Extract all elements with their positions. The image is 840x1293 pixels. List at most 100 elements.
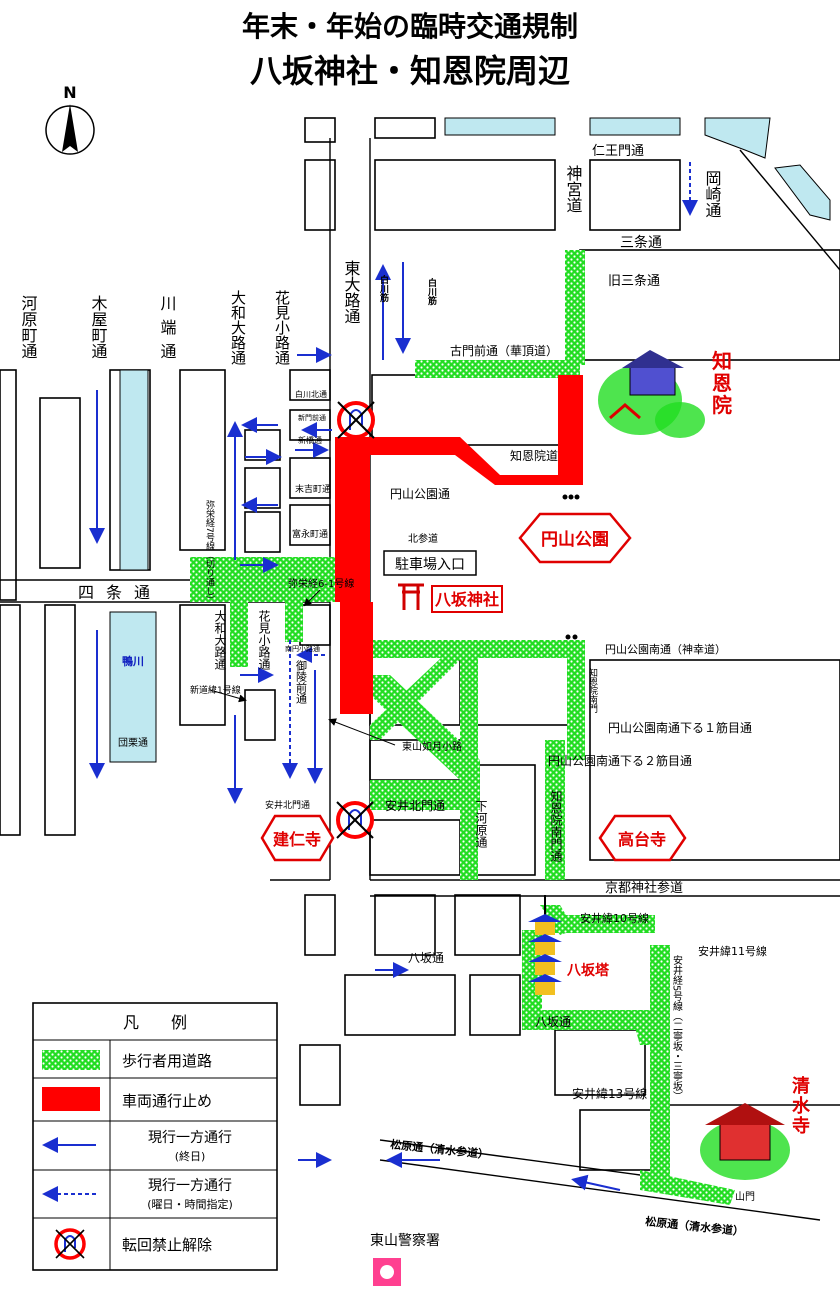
street-kawaramachi: 河原町通 bbox=[19, 295, 38, 359]
north-arrow-icon: N bbox=[45, 83, 95, 155]
river-features bbox=[109, 117, 831, 763]
street-okazaki: 岡崎通 bbox=[703, 170, 722, 218]
street-shinmonzen: 新門前通 bbox=[298, 413, 326, 422]
street-maruyama-minami-1: 円山公園南通下る１筋目通 bbox=[608, 720, 752, 735]
street-higashiyama-kojiro: 東山如月小路 bbox=[402, 740, 462, 753]
street-chionin-minamimon-dori: 知恩院南門通 bbox=[549, 790, 563, 862]
chionin-temple-icon bbox=[598, 350, 705, 438]
yasaka-jinja-box: 八坂神社 bbox=[431, 585, 503, 613]
street-chionin-minami-mon: 知恩院南門 bbox=[587, 667, 598, 714]
legend-closed-swatch bbox=[42, 1087, 100, 1111]
street-niomon: 仁王門通 bbox=[592, 144, 644, 159]
street-yamato2: 大和大路通 bbox=[213, 610, 227, 670]
street-kyusanjo: 旧三条通 bbox=[608, 273, 660, 289]
street-yasakyo61: 弥栄経6-1号線 bbox=[288, 577, 354, 590]
city-blocks bbox=[0, 117, 840, 1171]
chionin-label-1: 知 bbox=[712, 349, 732, 373]
street-hanami2: 花見小路通 bbox=[257, 609, 271, 670]
kiyomizu-label-3: 寺 bbox=[792, 1116, 810, 1137]
street-maruyama-minami-2: 円山公園南通下る２筋目通 bbox=[548, 753, 692, 768]
uturn-sign-icon bbox=[337, 401, 375, 439]
legend-uturn: 転回禁止解除 bbox=[122, 1236, 212, 1254]
yasaka-to-label: 八坂塔 bbox=[566, 962, 610, 979]
street-jingumichi: 神宮道 bbox=[564, 165, 583, 213]
closed-roads bbox=[335, 375, 583, 714]
legend-pedestrian: 歩行者用道路 bbox=[122, 1052, 212, 1070]
street-yasakyo7: 弥栄経7号線（切り通し） bbox=[204, 499, 215, 605]
street-matsubara-2: 松原通（清水参道） bbox=[645, 1214, 745, 1238]
street-goryomae: 御陵前通 bbox=[295, 659, 308, 704]
kamo-river-label: 鴨川 bbox=[122, 654, 144, 668]
legend-title: 凡 例 bbox=[123, 1013, 187, 1032]
kodaiji-badge: 高台寺 bbox=[598, 814, 687, 862]
street-kiyamachi: 木屋町通 bbox=[89, 295, 108, 359]
maruyama-label: 円山公園 bbox=[541, 530, 609, 550]
street-kyoto-jinja: 京都神社参道 bbox=[605, 880, 683, 896]
yasaka-jinja-label: 八坂神社 bbox=[434, 590, 499, 609]
legend-uturn-icon bbox=[54, 1228, 86, 1260]
legend-oneway-time-sub: (曜日・時間指定) bbox=[147, 1197, 233, 1211]
street-tominaga: 富永町通 bbox=[292, 528, 328, 540]
kiyomizu-label-1: 清 bbox=[792, 1076, 810, 1097]
street-maruyama-minami: 円山公園南通（神幸道） bbox=[605, 642, 726, 656]
street-yasui13: 安井緯13号線 bbox=[572, 1086, 647, 1101]
street-yasaka: 八坂通 bbox=[408, 951, 444, 965]
legend-oneway-full: 現行一方通行 bbox=[148, 1130, 232, 1146]
street-komon: 古門前通（華頂道） bbox=[450, 343, 558, 358]
pedestrian-roads bbox=[190, 250, 735, 1205]
street-kitasando: 北参道 bbox=[408, 532, 438, 545]
street-maruyama-koen: 円山公園通 bbox=[390, 487, 450, 501]
maruyama-badge: 円山公園 bbox=[518, 512, 632, 564]
parking-label: 駐車場入口 bbox=[395, 556, 465, 573]
street-kawabata: 川端通 bbox=[158, 295, 177, 367]
title-line-1: 年末・年始の臨時交通規制 bbox=[242, 10, 578, 43]
street-shirakawa-1: 白川筋 bbox=[378, 274, 390, 303]
street-higashioji: 東大路通 bbox=[342, 260, 361, 324]
legend-closed: 車両通行止め bbox=[122, 1092, 212, 1110]
street-shijo: 四条通 bbox=[78, 583, 162, 602]
kenninji-label: 建仁寺 bbox=[273, 830, 321, 849]
street-yasui-kitamon-2: 安井北門通 bbox=[385, 798, 445, 813]
torii-gate-icon bbox=[398, 583, 424, 610]
street-shinbashi: 新橋通 bbox=[298, 435, 322, 445]
street-chionin-dori: 知恩院道 bbox=[510, 449, 558, 463]
street-sueyoshi: 末吉町通 bbox=[295, 483, 331, 495]
street-minamimarui: 南円小路通 bbox=[285, 644, 320, 653]
street-yasui-kitamon: 安井北門通 bbox=[265, 799, 310, 811]
street-shirakawa-kita: 白川北通 bbox=[295, 389, 327, 399]
parking-entrance-box: 駐車場入口 bbox=[383, 550, 477, 576]
street-yasui10: 安井緯10号線 bbox=[580, 911, 649, 925]
legend: 凡 例 歩行者用道路 車両通行止め 現行一方通行 (終日) 現行一方通行 (曜日… bbox=[32, 1002, 278, 1271]
yasaka-pagoda-icon bbox=[528, 895, 562, 995]
kiyomizu-label-2: 水 bbox=[792, 1095, 811, 1117]
legend-oneway-time: 現行一方通行 bbox=[148, 1178, 232, 1194]
police-station-label: 東山警察署 bbox=[370, 1232, 440, 1249]
kiyomizu-temple-icon bbox=[700, 1103, 790, 1180]
leader-lines bbox=[209, 589, 396, 746]
title-line-2: 八坂神社・知恩院周辺 bbox=[250, 52, 570, 90]
street-shimogawara: 下河原通 bbox=[474, 800, 488, 848]
bollard-markers bbox=[562, 494, 580, 640]
legend-pedestrian-swatch bbox=[42, 1050, 100, 1070]
street-yasui11: 安井緯11号線 bbox=[698, 944, 767, 958]
street-yamatooji: 大和大路通 bbox=[229, 290, 247, 365]
street-shirakawa-2: 白川筋 bbox=[426, 277, 438, 306]
kodaiji-label: 高台寺 bbox=[618, 830, 666, 849]
street-sanmon: 山門 bbox=[735, 1191, 755, 1203]
street-yasaka-2: 八坂通 bbox=[535, 1015, 571, 1029]
street-matsubara: 松原通（清水参道） bbox=[390, 1137, 490, 1161]
uturn-sign-icon bbox=[336, 801, 374, 839]
street-sanjo: 三条通 bbox=[620, 234, 662, 251]
street-yasui5: 安井経5号線（二寧坂・三寧坂） bbox=[671, 954, 683, 1102]
kenninji-badge: 建仁寺 bbox=[260, 814, 335, 862]
oneway-arrows bbox=[89, 162, 698, 1191]
legend-oneway-full-sub: (終日) bbox=[175, 1149, 206, 1163]
chionin-label-3: 院 bbox=[712, 393, 732, 417]
street-shinmichi: 新道緯1号線 bbox=[190, 684, 241, 696]
street-danrimichi: 団栗通 bbox=[118, 737, 148, 749]
police-station-icon bbox=[373, 1258, 401, 1286]
north-label: N bbox=[63, 83, 76, 102]
street-hanamikoji: 花見小路通 bbox=[273, 290, 291, 365]
chionin-label-2: 恩 bbox=[712, 371, 732, 395]
